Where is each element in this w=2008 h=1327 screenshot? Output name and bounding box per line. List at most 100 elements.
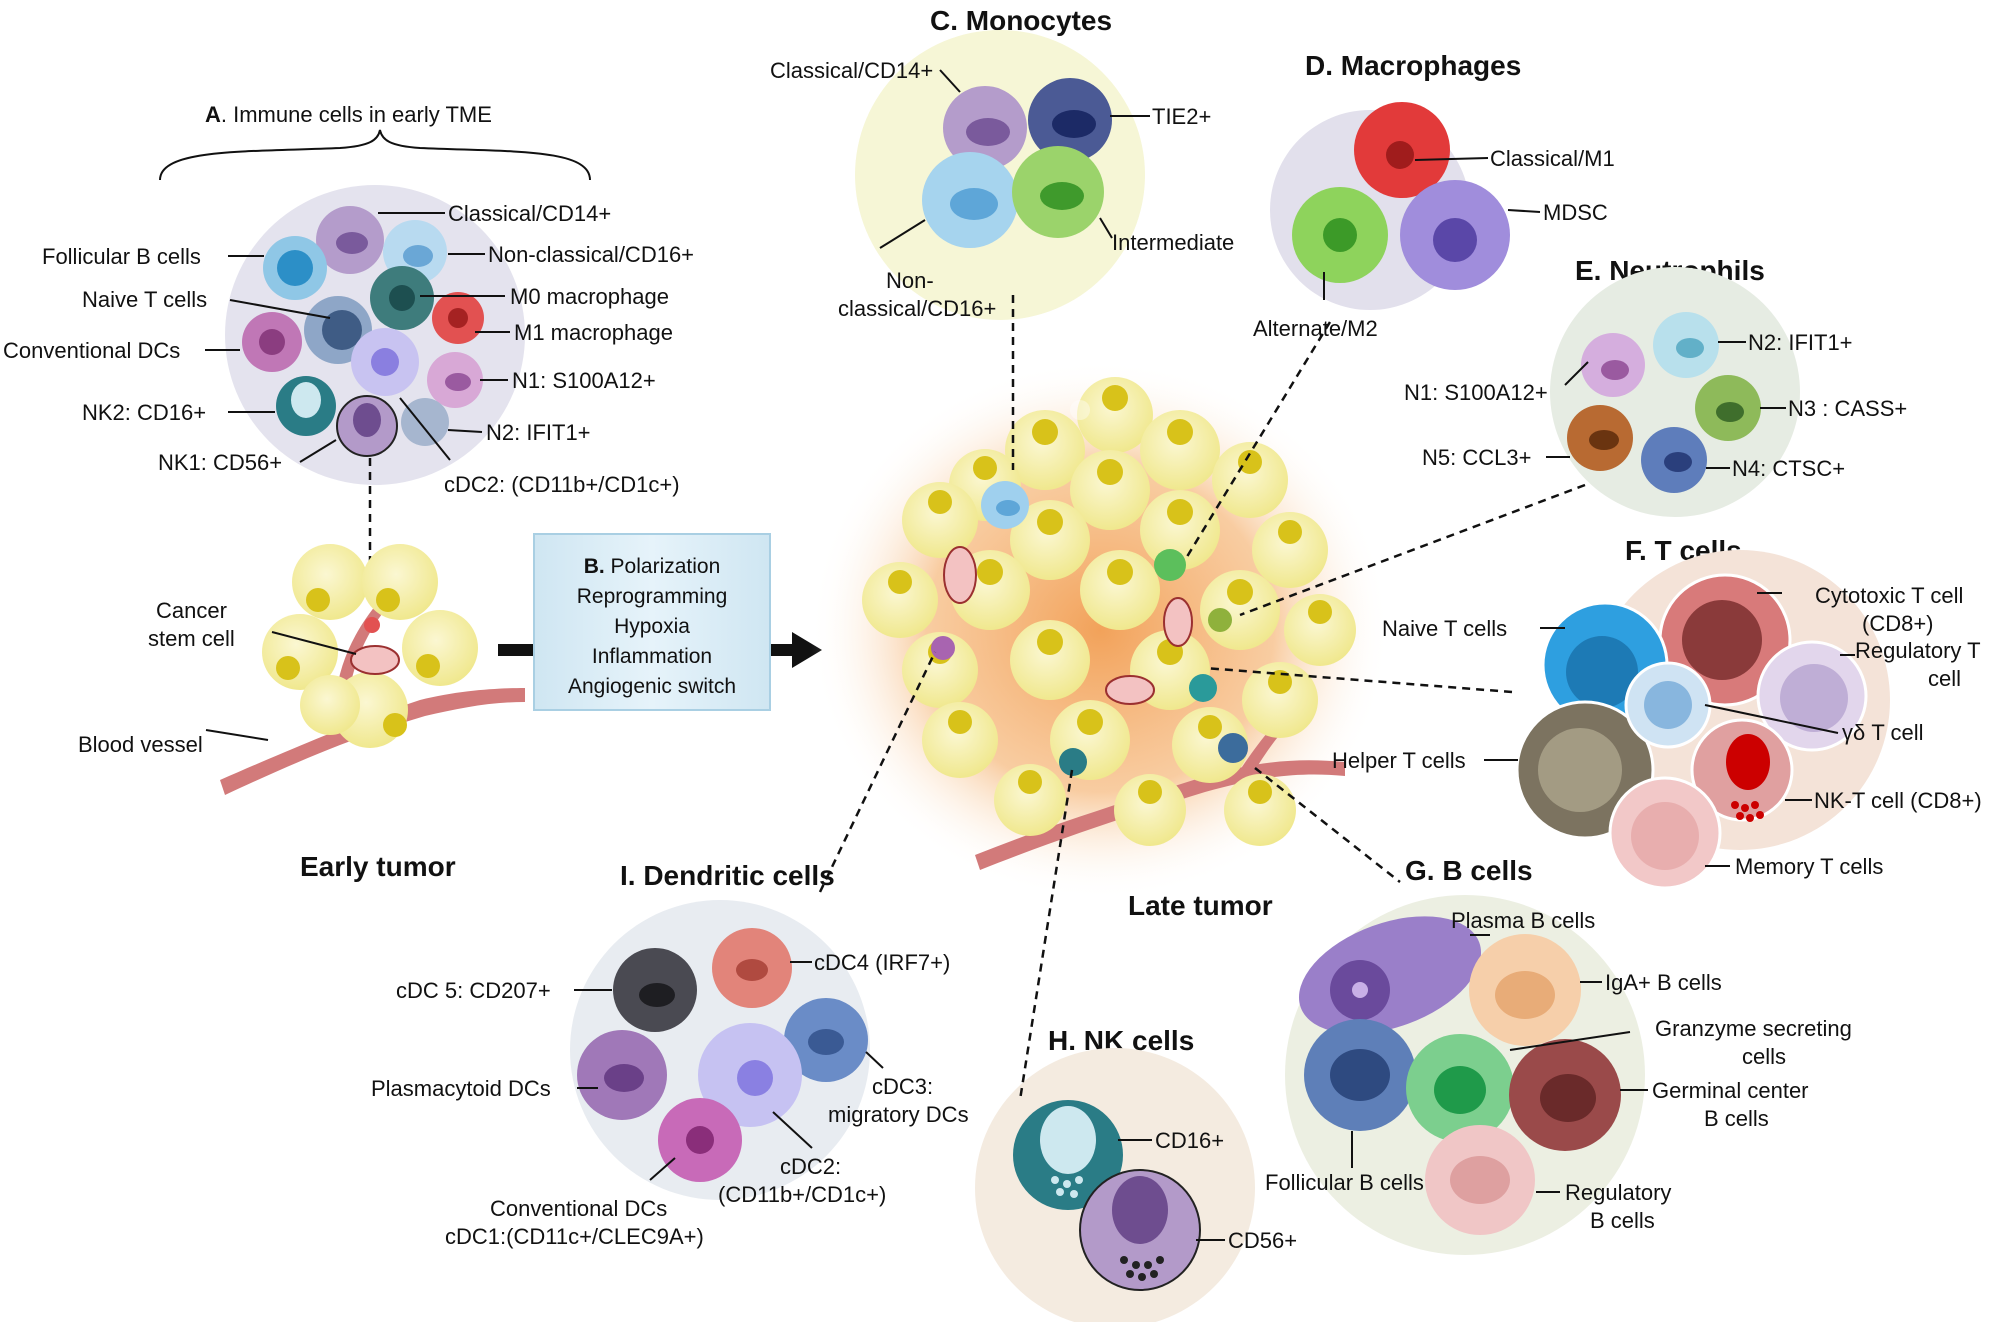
late-tumor: Late tumor xyxy=(810,360,1390,921)
label-e-n5: N5: CCL3+ xyxy=(1422,445,1531,470)
label-follicular-b: Follicular B cells xyxy=(42,244,201,269)
label-f-cytotoxic-2: (CD8+) xyxy=(1862,611,1934,636)
early-tumor: Cancer stem cell Blood vessel Early tumo… xyxy=(78,544,525,882)
panel-a-cells xyxy=(242,206,484,457)
late-tumor-cells xyxy=(862,377,1356,846)
label-g-granzyme-1: Granzyme secreting xyxy=(1655,1016,1852,1041)
label-cancer-stem-1: Cancer xyxy=(156,598,227,623)
label-i-cdc3-1: cDC3: xyxy=(872,1074,933,1099)
panel-b-title: B. Polarization xyxy=(584,555,721,578)
label-g-regulatory-1: Regulatory xyxy=(1565,1180,1671,1205)
panel-f-leader-gd xyxy=(1704,704,1839,734)
label-c-intermediate: Intermediate xyxy=(1112,230,1234,255)
panel-i: I. Dendritic cells cDC 5: CD207+ cDC4 (I… xyxy=(371,860,969,1249)
panel-a: A. Immune cells in early TME xyxy=(3,102,694,497)
panel-c-leader-nonclassical xyxy=(879,219,926,249)
panel-d-leader-mdsc xyxy=(1507,209,1541,213)
panel-e-leader-n1 xyxy=(1564,361,1589,386)
early-leader-stem xyxy=(271,631,357,655)
label-f-cytotoxic-1: Cytotoxic T cell xyxy=(1815,583,1963,608)
panel-a-title: A. Immune cells in early TME xyxy=(205,102,492,127)
label-i-plasmacytoid: Plasmacytoid DCs xyxy=(371,1076,551,1101)
panel-g-leader-granzyme xyxy=(1509,1031,1631,1051)
label-n1: N1: S100A12+ xyxy=(512,368,656,393)
label-g-plasma: Plasma B cells xyxy=(1451,908,1595,933)
label-g-follicular: Follicular B cells xyxy=(1265,1170,1424,1195)
label-i-conv-2: cDC1:(CD11c+/CLEC9A+) xyxy=(445,1224,704,1249)
panel-d-title: D. Macrophages xyxy=(1305,50,1521,81)
early-tumor-cells xyxy=(262,544,478,748)
late-blood-vessel xyxy=(975,760,1345,870)
panel-i-title: I. Dendritic cells xyxy=(620,860,835,891)
panel-b-line-2: Hypoxia xyxy=(614,615,690,638)
panel-e: E. Neutrophils N1: S100A12+ N2: IFIT1+ N… xyxy=(1404,255,1907,517)
label-m1-macrophage: M1 macrophage xyxy=(514,320,673,345)
label-h-cd16: CD16+ xyxy=(1155,1128,1224,1153)
label-i-cdc4: cDC4 (IRF7+) xyxy=(814,950,950,975)
late-tumor-immune-cells xyxy=(931,481,1248,776)
panel-g-title: G. B cells xyxy=(1405,855,1533,886)
label-f-nkt: NK-T cell (CD8+) xyxy=(1814,788,1982,813)
panel-i-cells xyxy=(577,928,868,1182)
label-c-nonclassical-1: Non- xyxy=(886,268,934,293)
panel-b: B. Polarization Reprogramming Hypoxia In… xyxy=(498,533,822,711)
label-g-iga: IgA+ B cells xyxy=(1605,970,1722,995)
panel-f-cells xyxy=(1515,573,1868,890)
label-d-m1: Classical/M1 xyxy=(1490,146,1615,171)
label-classical-cd14: Classical/CD14+ xyxy=(448,201,611,226)
panel-d-leader-m1 xyxy=(1414,157,1489,161)
panel-h-cells xyxy=(1013,1100,1201,1291)
label-f-naive: Naive T cells xyxy=(1382,616,1507,641)
early-vessel-branch xyxy=(335,600,388,702)
label-f-memory: Memory T cells xyxy=(1735,854,1883,879)
panel-g: G. B cells Plasma B cells IgA+ B cells G… xyxy=(1265,855,1852,1255)
label-nonclassical-cd16: Non-classical/CD16+ xyxy=(488,242,694,267)
panel-b-line-1: Reprogramming xyxy=(577,585,728,608)
label-f-regulatory-1: Regulatory T xyxy=(1855,638,1981,663)
early-tumor-title: Early tumor xyxy=(300,851,456,882)
label-f-helper: Helper T cells xyxy=(1332,748,1466,773)
panel-c-leader-classical xyxy=(939,69,961,93)
label-i-cdc3-2: migratory DCs xyxy=(828,1102,969,1127)
label-i-cdc2-2: (CD11b+/CD1c+) xyxy=(718,1182,886,1207)
label-nk1: NK1: CD56+ xyxy=(158,450,282,475)
arrow-head xyxy=(792,632,822,668)
panel-d-cells xyxy=(1292,102,1510,290)
panel-i-leader-cdc3 xyxy=(865,1051,884,1069)
label-c-tie2: TIE2+ xyxy=(1152,104,1211,129)
panel-i-leader-cdc2 xyxy=(772,1111,813,1149)
connector-e-late xyxy=(1239,483,1586,617)
label-nk2: NK2: CD16+ xyxy=(82,400,206,425)
connector-f-late xyxy=(1204,666,1513,694)
early-blood-vessel xyxy=(220,688,525,795)
connector-d-late xyxy=(1183,321,1332,561)
panel-c-cells xyxy=(922,78,1112,248)
panel-h: H. NK cells CD16+ CD56+ xyxy=(975,1025,1297,1327)
label-e-n4: N4: CTSC+ xyxy=(1732,456,1845,481)
label-cdc2: cDC2: (CD11b+/CD1c+) xyxy=(444,472,680,497)
panel-f: F. T cells Cytotoxic T cell (CD8+) Naive… xyxy=(1332,535,1982,890)
late-tumor-title: Late tumor xyxy=(1128,890,1273,921)
panel-e-cells xyxy=(1567,312,1761,493)
label-f-regulatory-2: cell xyxy=(1928,666,1961,691)
label-i-cdc5: cDC 5: CD207+ xyxy=(396,978,551,1003)
label-g-germinal-1: Germinal center xyxy=(1652,1078,1809,1103)
label-e-n1: N1: S100A12+ xyxy=(1404,380,1548,405)
label-g-germinal-2: B cells xyxy=(1704,1106,1769,1131)
label-f-gd: γδ T cell xyxy=(1842,720,1924,745)
panel-a-leaders xyxy=(205,212,510,463)
panel-i-leader-conv xyxy=(649,1157,676,1181)
label-h-cd56: CD56+ xyxy=(1228,1228,1297,1253)
label-d-m2: Alternate/M2 xyxy=(1253,316,1378,341)
label-blood-vessel: Blood vessel xyxy=(78,732,203,757)
arrow-right-bar xyxy=(768,644,794,656)
panel-c-leader-intermediate xyxy=(1099,217,1113,239)
label-i-conv-1: Conventional DCs xyxy=(490,1196,667,1221)
panel-g-cells xyxy=(1298,916,1621,1235)
label-d-mdsc: MDSC xyxy=(1543,200,1608,225)
panel-a-brace xyxy=(159,129,591,181)
label-e-n2: N2: IFIT1+ xyxy=(1748,330,1853,355)
arrow-left-bar xyxy=(498,644,536,656)
